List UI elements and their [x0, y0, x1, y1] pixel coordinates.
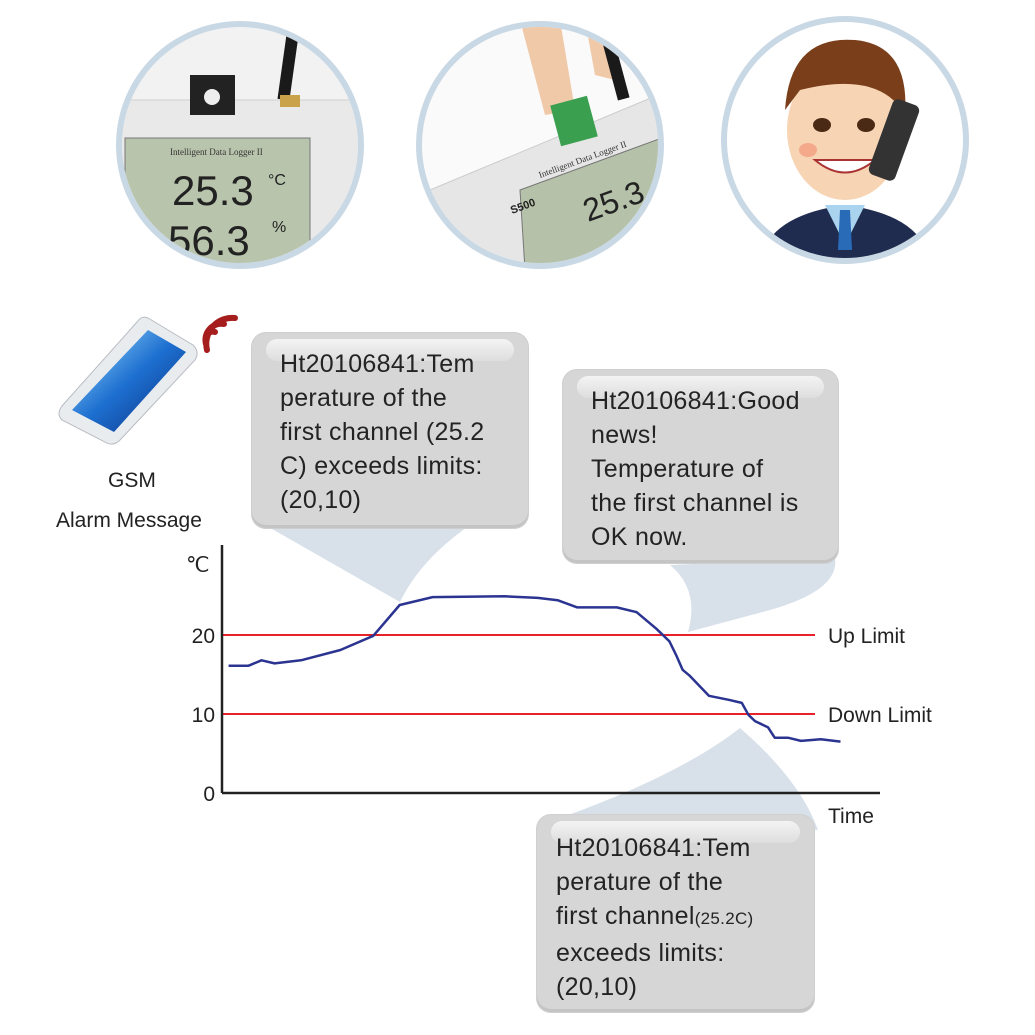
bubble-line: (20,10) [556, 973, 638, 1001]
temperature-line [228, 595, 841, 743]
smartphone-icon [58, 316, 198, 445]
bubble-line: perature of the [280, 384, 448, 412]
svg-text:°C: °C [268, 172, 286, 189]
bubble-line: news! [591, 421, 658, 449]
gsm-label: GSM [108, 469, 156, 492]
photo-data-logger-front: Intelligent Data Logger II 25.3 °C 56.3 … [116, 21, 364, 269]
svg-text:56.3: 56.3 [168, 217, 250, 264]
bubble-line: OK now. [591, 523, 688, 551]
bubble-line: first channel [556, 902, 695, 930]
alarm-bubble-exceeds-2: Ht20106841:Tem perature of the first cha… [537, 815, 814, 1012]
bubble-line: first channel (25.2 [280, 418, 485, 446]
y-tick-label: 10 [192, 704, 215, 727]
bubble-line: Ht20106841:Tem [556, 834, 751, 862]
alarm-bubble-ok: Ht20106841:Good news! Temperature of the… [563, 370, 838, 563]
bubble-line: C) exceeds limits: [280, 452, 483, 480]
y-tick-label: 20 [192, 625, 215, 648]
y-tick-label: 0 [203, 783, 215, 806]
alarm-message-label: Alarm Message [56, 509, 202, 532]
y-axis-label: ℃ [186, 554, 210, 577]
bubble-line: (25.2C) [694, 909, 754, 928]
photo-sim-card-insertion: Intelligent Data Logger II S500 25.3 56 [416, 21, 664, 269]
bubble-tails [265, 525, 836, 830]
bubble-line: the first channel is [591, 489, 799, 517]
photo-man-on-phone [721, 16, 969, 264]
bubble-line: perature of the [556, 868, 724, 896]
svg-text:Intelligent Data Logger II: Intelligent Data Logger II [170, 147, 263, 157]
x-axis-label: Time [828, 805, 874, 828]
limit-label-down: Down Limit [828, 704, 932, 727]
wireless-signal-icon [202, 314, 238, 353]
limit-label-up: Up Limit [828, 625, 905, 648]
bubble-line: exceeds limits: [556, 939, 725, 967]
svg-text:25.3: 25.3 [172, 167, 254, 214]
bubble-line: Ht20106841:Good [591, 387, 800, 415]
alarm-bubble-exceeds-1: Ht20106841:Tem perature of the first cha… [252, 333, 528, 528]
svg-text:%: % [272, 219, 286, 236]
bubble-line: (20,10) [280, 486, 362, 514]
bubble-line: Ht20106841:Tem [280, 350, 475, 378]
bubble-line: Temperature of [591, 455, 764, 483]
